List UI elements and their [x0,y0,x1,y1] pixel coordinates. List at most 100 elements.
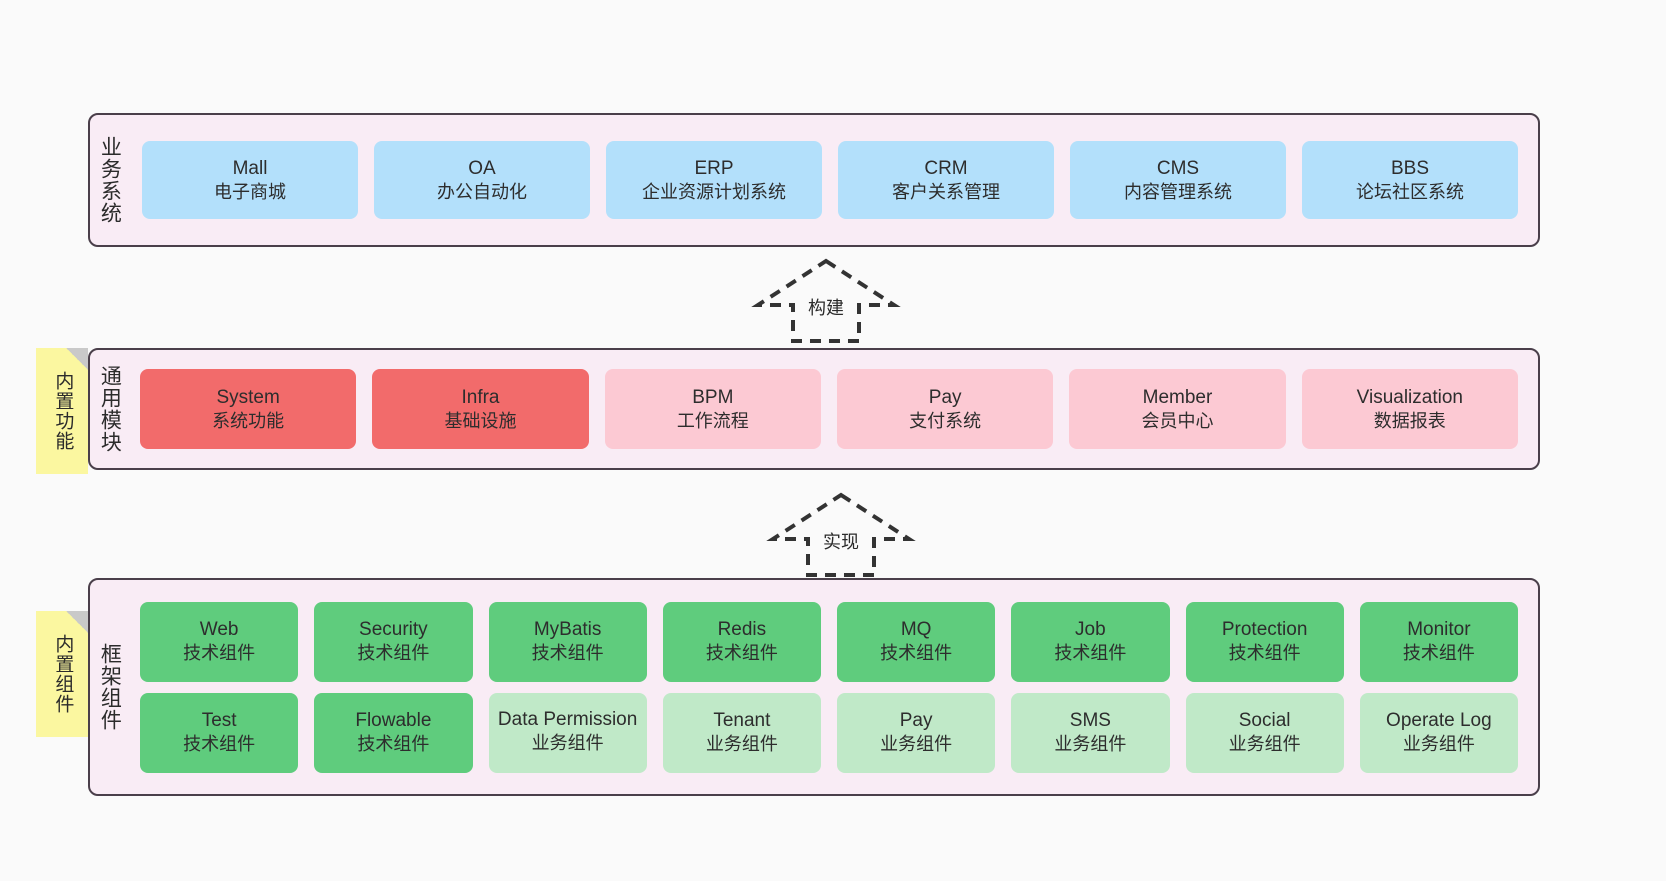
card-social[interactable]: Social 业务组件 [1185,692,1344,773]
card-title-cn: 会员中心 [1141,410,1214,431]
card-title-cn: 业务组件 [1228,734,1301,755]
card-title-en: OA [468,157,496,179]
section-label-common: 通用模块 [98,365,122,453]
card-title-en: Job [1075,619,1106,641]
card-title-en: Redis [717,619,767,641]
card-data-permission[interactable]: Data Permission 业务组件 [488,692,647,773]
card-web[interactable]: Web 技术组件 [140,601,299,682]
card-title-en: Social [1238,710,1291,732]
card-title-cn: 客户关系管理 [892,181,1000,202]
card-title-en: Pay [928,386,962,408]
card-title-cn: 技术组件 [705,643,778,664]
card-title-cn: 支付系统 [909,410,982,431]
card-pay[interactable]: Pay 支付系统 [836,369,1054,449]
card-title-en: System [216,386,280,408]
card-title-en: Pay [899,710,933,732]
card-redis[interactable]: Redis 技术组件 [662,601,821,682]
card-mq[interactable]: MQ 技术组件 [837,601,996,682]
arrow-build-label: 构建 [808,298,844,318]
card-title-en: Member [1142,386,1213,408]
section-body-business: Mall 电子商城 OA 办公自动化 ERP 企业资源计划系统 CRM 客户关系… [128,115,1538,245]
card-bpm[interactable]: BPM 工作流程 [604,369,821,449]
card-sms[interactable]: SMS 业务组件 [1011,692,1170,773]
section-framework-components: 框架组件 Web 技术组件 Security 技术组件 MyBatis 技术组件… [88,578,1540,796]
arrow-implement-shape [766,492,916,577]
card-title-cn: 技术组件 [880,643,953,664]
card-title-en: Data Permission [497,709,638,731]
card-title-en: Infra [461,386,500,408]
card-oa[interactable]: OA 办公自动化 [374,141,590,219]
card-crm[interactable]: CRM 客户关系管理 [838,141,1054,219]
card-title-en: Protection [1221,619,1308,641]
card-title-cn: 技术组件 [1402,643,1475,664]
card-test[interactable]: Test 技术组件 [140,692,299,773]
section-body-framework: Web 技术组件 Security 技术组件 MyBatis 技术组件 Redi… [128,580,1538,794]
card-flowable[interactable]: Flowable 技术组件 [314,692,473,773]
arrow-build: 构建 [751,258,901,344]
card-title-en: Mall [232,157,268,179]
framework-row-business: Test 技术组件 Flowable 技术组件 Data Permission … [132,692,1526,773]
section-label-framework: 框架组件 [98,643,122,731]
arrow-implement: 实现 [766,492,916,578]
card-protection[interactable]: Protection 技术组件 [1185,601,1344,682]
section-body-common: System 系统功能 Infra 基础设施 BPM 工作流程 Pay 支付系统… [128,350,1538,468]
card-system[interactable]: System 系统功能 [140,369,357,449]
card-job[interactable]: Job 技术组件 [1011,601,1170,682]
card-monitor[interactable]: Monitor 技术组件 [1359,601,1518,682]
card-title-cn: 系统功能 [212,410,285,431]
card-mall[interactable]: Mall 电子商城 [142,141,358,219]
card-title-en: ERP [694,157,734,179]
card-title-en: CMS [1156,157,1200,179]
card-title-cn: 基础设施 [444,410,517,431]
card-title-cn: 电子商城 [214,181,286,202]
card-title-en: BBS [1390,157,1430,179]
card-title-cn: 论坛社区系统 [1356,181,1464,202]
card-title-cn: 业务组件 [880,734,953,755]
card-title-cn: 办公自动化 [437,181,527,202]
card-pay-business[interactable]: Pay 业务组件 [837,692,996,773]
card-member[interactable]: Member 会员中心 [1069,369,1286,449]
card-title-cn: 技术组件 [183,643,256,664]
card-title-en: MQ [900,619,932,641]
card-title-en: Tenant [713,710,771,732]
card-title-cn: 技术组件 [1228,643,1301,664]
card-operate-log[interactable]: Operate Log 业务组件 [1359,692,1518,773]
section-business-systems: 业务系统 Mall 电子商城 OA 办公自动化 ERP 企业资源计划系统 CRM… [88,113,1540,247]
card-visualization[interactable]: Visualization 数据报表 [1301,369,1518,449]
sticky-note-label: 内置组件 [52,634,74,714]
arrow-implement-label: 实现 [823,532,859,552]
card-title-en: Test [201,710,237,732]
card-title-cn: 业务组件 [1402,734,1475,755]
card-title-en: SMS [1069,710,1111,732]
card-bbs[interactable]: BBS 论坛社区系统 [1302,141,1518,219]
card-title-en: CRM [924,157,968,179]
card-title-cn: 技术组件 [357,734,430,755]
card-title-en: BPM [692,386,734,408]
card-title-cn: 业务组件 [705,734,778,755]
section-label-business: 业务系统 [98,136,122,224]
card-title-cn: 企业资源计划系统 [642,181,786,202]
card-title-en: Operate Log [1386,710,1492,732]
card-title-cn: 技术组件 [1054,643,1127,664]
arrow-build-shape [751,258,901,343]
card-tenant[interactable]: Tenant 业务组件 [662,692,821,773]
card-mybatis[interactable]: MyBatis 技术组件 [488,601,647,682]
card-title-en: Flowable [355,710,432,732]
card-title-cn: 技术组件 [531,643,604,664]
card-security[interactable]: Security 技术组件 [314,601,473,682]
card-cms[interactable]: CMS 内容管理系统 [1070,141,1286,219]
card-title-en: Visualization [1356,386,1463,408]
sticky-note-builtin-component: 内置组件 [36,611,88,737]
card-erp[interactable]: ERP 企业资源计划系统 [606,141,822,219]
sticky-note-builtin-function: 内置功能 [36,348,88,474]
card-title-en: Web [199,619,239,641]
card-title-cn: 技术组件 [357,643,430,664]
card-title-cn: 工作流程 [676,410,749,431]
card-infra[interactable]: Infra 基础设施 [372,369,589,449]
card-title-cn: 内容管理系统 [1124,181,1232,202]
section-common-modules: 通用模块 System 系统功能 Infra 基础设施 BPM 工作流程 Pay… [88,348,1540,470]
card-title-en: Monitor [1407,619,1471,641]
sticky-note-label: 内置功能 [52,371,74,451]
framework-row-technical: Web 技术组件 Security 技术组件 MyBatis 技术组件 Redi… [132,601,1526,682]
card-title-cn: 数据报表 [1373,410,1446,431]
